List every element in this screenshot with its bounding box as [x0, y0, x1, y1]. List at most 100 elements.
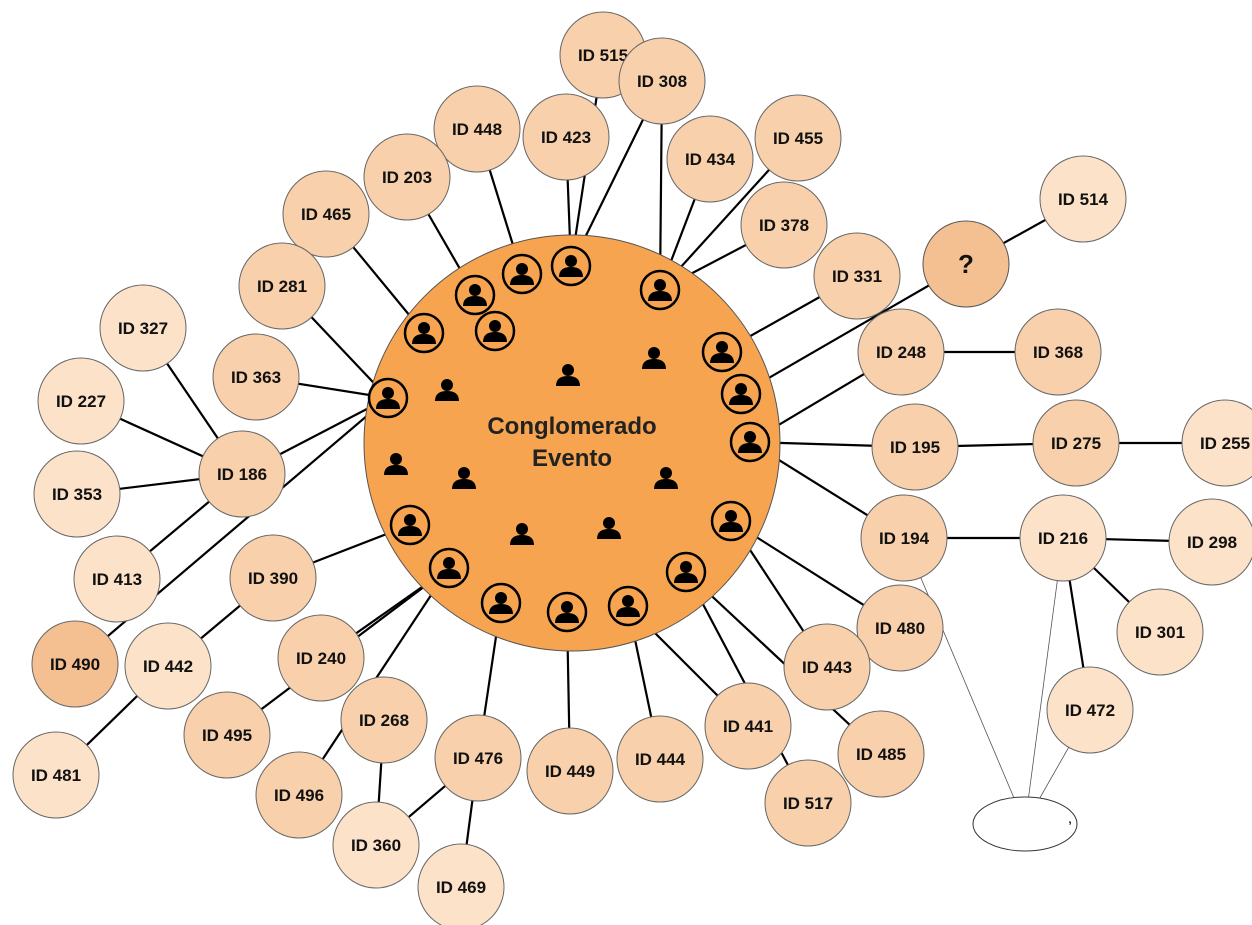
member-ring-14 [428, 547, 470, 589]
node-id-353[interactable]: ID 353 [33, 450, 121, 538]
node-circle [12, 731, 100, 819]
node-label: ID 442 [143, 657, 193, 676]
node-label: ID 298 [1187, 533, 1237, 552]
center-title-line1: Conglomerado [487, 413, 656, 440]
node-circle [856, 584, 944, 672]
node-id-240[interactable]: ID 240 [277, 614, 365, 702]
node-circle [526, 727, 614, 815]
node-id-255[interactable]: ID 255 [1181, 399, 1252, 487]
node-id-465[interactable]: ID 465 [282, 170, 370, 258]
node-id-476[interactable]: ID 476 [434, 714, 522, 802]
node-id-248[interactable]: ID 248 [857, 308, 945, 396]
node-circle [618, 37, 706, 125]
member-ring-15 [389, 504, 431, 546]
node-id-281[interactable]: ID 281 [238, 242, 326, 330]
node-id-195[interactable]: ID 195 [871, 403, 959, 491]
node-id-485[interactable]: ID 485 [837, 710, 925, 798]
member-ring-4 [403, 312, 445, 354]
node-circle [417, 843, 505, 925]
node-id-203[interactable]: ID 203 [363, 133, 451, 221]
node-id-441[interactable]: ID 441 [704, 682, 792, 770]
node-id-495[interactable]: ID 495 [183, 691, 271, 779]
node-label: ID 331 [832, 267, 882, 286]
node-label: ID 378 [759, 216, 809, 235]
node-circle [783, 623, 871, 711]
node-id-308[interactable]: ID 308 [618, 37, 706, 125]
node-circle [860, 494, 948, 582]
node-id-360[interactable]: ID 360 [332, 801, 420, 889]
node-circle [837, 710, 925, 798]
node-id-449[interactable]: ID 449 [526, 727, 614, 815]
node-id-268[interactable]: ID 268 [340, 676, 428, 764]
node-id-517[interactable]: ID 517 [764, 759, 852, 847]
node-id-481[interactable]: ID 481 [12, 731, 100, 819]
node-circle [277, 614, 365, 702]
node-label: ID 434 [685, 150, 736, 169]
node-circle [31, 620, 119, 708]
node-id-434[interactable]: ID 434 [666, 115, 754, 203]
node-circle [33, 450, 121, 538]
node-id-514[interactable]: ID 514 [1039, 155, 1127, 243]
node-label: ID 485 [856, 745, 906, 764]
node-id-331[interactable]: ID 331 [813, 232, 901, 320]
node-id-413[interactable]: ID 413 [73, 535, 161, 623]
node-id-186[interactable]: ID 186 [198, 430, 286, 518]
node-id-194[interactable]: ID 194 [860, 494, 948, 582]
node-id-363[interactable]: ID 363 [212, 333, 300, 421]
node-label: ID 441 [723, 717, 773, 736]
node-circle [434, 714, 522, 802]
node-label: ID 216 [1038, 529, 1088, 548]
node-id-216[interactable]: ID 216 [1019, 494, 1107, 582]
node-label: ID 413 [92, 570, 142, 589]
node-circle [857, 308, 945, 396]
node-id-443[interactable]: ID 443 [783, 623, 871, 711]
node-id-469[interactable]: ID 469 [417, 843, 505, 925]
node-label: ID 275 [1051, 434, 1101, 453]
node-circle [238, 242, 326, 330]
tail-node-label: ’ [1068, 819, 1071, 833]
node-id-490[interactable]: ID 490 [31, 620, 119, 708]
tail-node[interactable]: ’ [972, 796, 1078, 852]
node-circle [198, 430, 286, 518]
node-id-227[interactable]: ID 227 [37, 357, 125, 445]
node-circle [522, 93, 610, 181]
node-id-455[interactable]: ID 455 [754, 94, 842, 182]
node-id-448[interactable]: ID 448 [433, 85, 521, 173]
node-id-327[interactable]: ID 327 [99, 284, 187, 372]
node-label: ID 240 [296, 649, 346, 668]
node-label: ID 449 [545, 762, 595, 781]
node-id-480[interactable]: ID 480 [856, 584, 944, 672]
node-label: ID 268 [359, 711, 409, 730]
node-label: ID 443 [802, 658, 852, 677]
node-circle [212, 333, 300, 421]
question-node[interactable]: ? [922, 220, 1010, 308]
node-id-298[interactable]: ID 298 [1168, 498, 1252, 586]
node-circle [340, 676, 428, 764]
member-ring-13 [480, 582, 522, 624]
node-label: ID 308 [637, 72, 687, 91]
member-ring-8 [729, 421, 771, 463]
node-id-275[interactable]: ID 275 [1032, 399, 1120, 487]
member-ring-11 [607, 585, 649, 627]
edge-n194-tail [903, 537, 1026, 825]
node-id-390[interactable]: ID 390 [229, 534, 317, 622]
node-circle [764, 759, 852, 847]
node-label: ID 195 [890, 438, 940, 457]
node-label: ID 495 [202, 726, 252, 745]
node-circle [1019, 494, 1107, 582]
node-label: ID 368 [1033, 343, 1083, 362]
node-id-442[interactable]: ID 442 [124, 622, 212, 710]
node-circle [1046, 666, 1134, 754]
node-label: ID 490 [50, 655, 100, 674]
node-id-378[interactable]: ID 378 [740, 181, 828, 269]
node-id-423[interactable]: ID 423 [522, 93, 610, 181]
node-circle [1116, 588, 1204, 676]
node-id-496[interactable]: ID 496 [255, 751, 343, 839]
node-id-444[interactable]: ID 444 [616, 715, 704, 803]
tail-node-ellipse [972, 796, 1078, 852]
node-label: ID 469 [436, 878, 486, 897]
node-id-301[interactable]: ID 301 [1116, 588, 1204, 676]
node-id-472[interactable]: ID 472 [1046, 666, 1134, 754]
node-id-368[interactable]: ID 368 [1014, 308, 1102, 396]
